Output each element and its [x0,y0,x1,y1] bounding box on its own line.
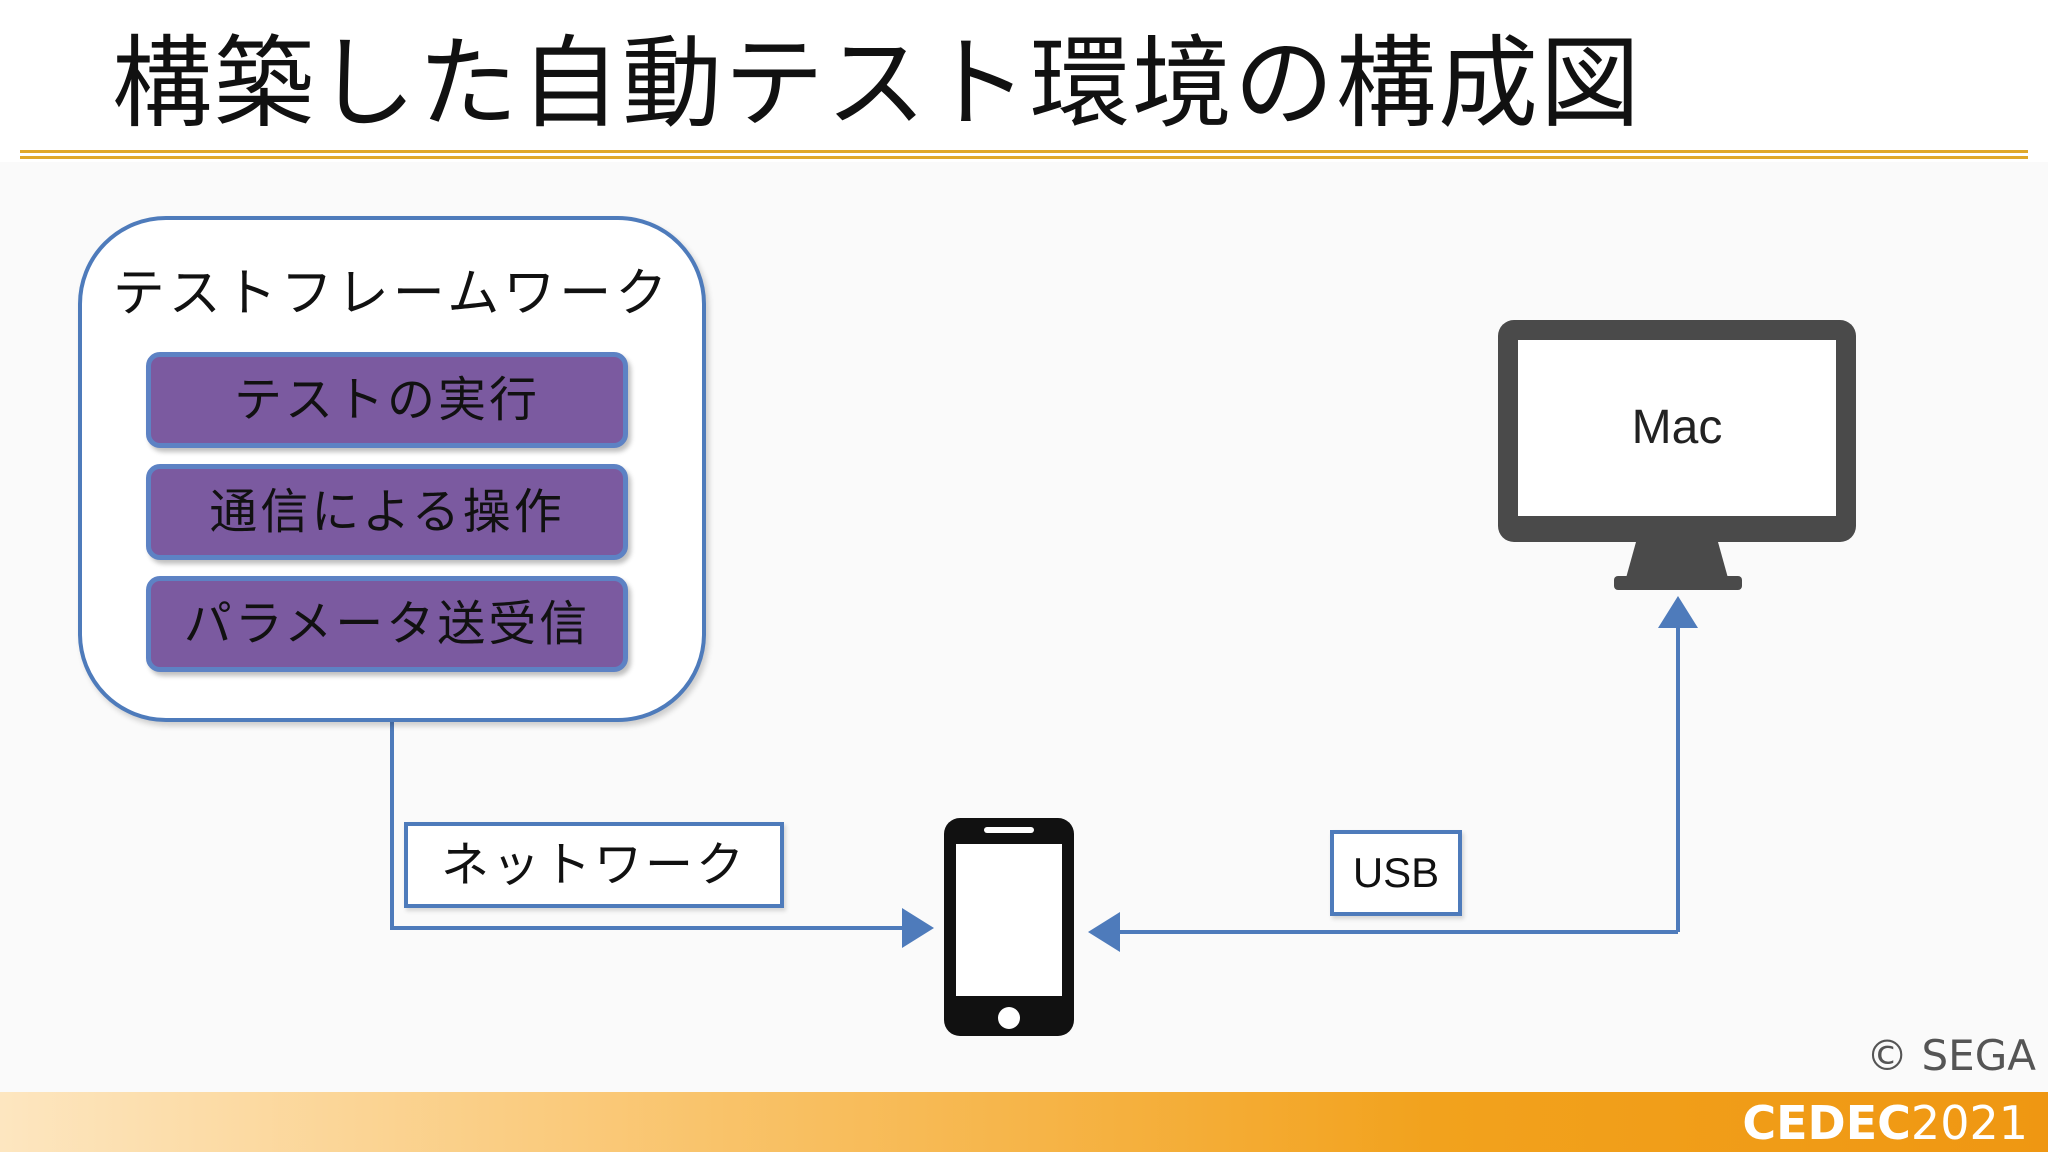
page-title: 構築した自動テスト環境の構成図 [112,25,1642,142]
network-connector [390,722,934,948]
title-rule-secondary [20,156,2028,159]
copyright-text: © SEGA [1866,1031,2036,1080]
network-label: ネットワーク [404,822,784,908]
module-test-execution: テストの実行 [146,352,628,448]
title-rule [20,150,2028,153]
test-framework-title: テストフレームワーク [112,264,672,324]
module-parameter-exchange: パラメータ送受信 [146,576,628,672]
smartphone-icon [944,818,1074,1036]
cedec-logo-prefix: CEDEC [1742,1096,1911,1150]
cedec-logo: CEDEC2021 [1742,1098,2028,1148]
monitor-icon [1498,320,1856,590]
footer-bar [0,1092,2048,1152]
cedec-logo-year: 2021 [1910,1096,2028,1150]
module-communication-control: 通信による操作 [146,464,628,560]
usb-label: USB [1330,830,1462,916]
mac-label: Mac [1631,401,1723,454]
